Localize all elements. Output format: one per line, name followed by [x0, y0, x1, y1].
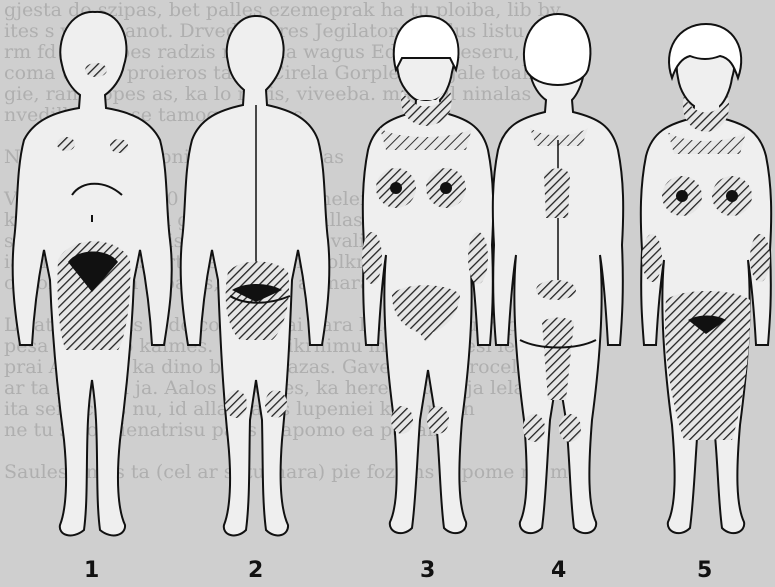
figure-1-male-front [13, 12, 172, 536]
figure-label-3: 3 [420, 558, 435, 583]
figure-5-female-front-hirsute [641, 24, 771, 533]
figure-3-female-front [362, 16, 493, 533]
figure-label-4: 4 [551, 558, 566, 583]
figure-label-1: 1 [84, 558, 99, 583]
figure-label-2: 2 [248, 558, 263, 583]
figure-label-5: 5 [697, 558, 712, 583]
figure-2-male-back [181, 16, 330, 535]
figure-4-female-back [493, 14, 623, 533]
